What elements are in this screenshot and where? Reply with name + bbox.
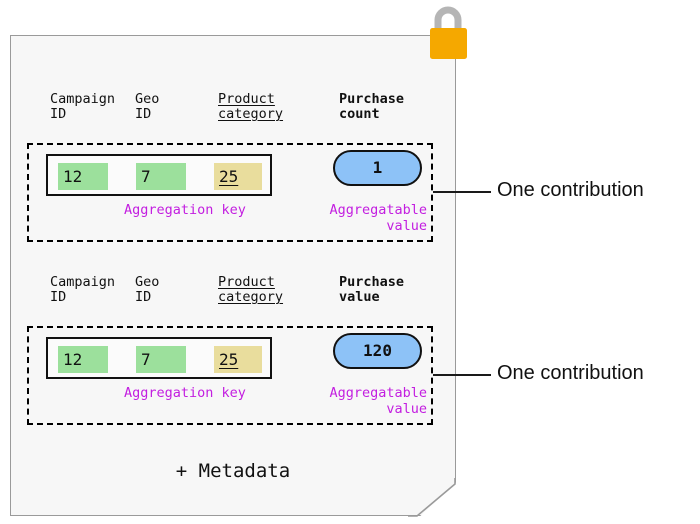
callout-label-1: One contribution <box>497 179 644 201</box>
aggregatable-value-pill-1: 1 <box>333 150 422 186</box>
aggregatable-value-pill-2: 120 <box>333 333 422 369</box>
caption-aggregation-key-2: Aggregation key <box>124 385 246 401</box>
header-purchase-value: Purchase value <box>339 274 405 305</box>
key-chip-product-category: 25 <box>214 346 262 373</box>
contribution-outline-2 <box>27 326 433 425</box>
key-chip-geo-id: 7 <box>136 163 186 190</box>
header-campaign-id: Campaign ID <box>50 91 116 122</box>
key-chip-campaign-id: 12 <box>58 163 108 190</box>
caption-aggregatable-value-1: Aggregatable value <box>329 202 427 234</box>
caption-aggregation-key-1: Aggregation key <box>124 202 246 218</box>
callout-label-2: One contribution <box>497 362 644 384</box>
callout-leader-line-1 <box>433 191 491 193</box>
header-product-category: Product category <box>218 91 284 122</box>
header-campaign-id: Campaign ID <box>50 274 116 305</box>
caption-aggregatable-value-2: Aggregatable value <box>329 385 427 417</box>
column-headers-1: Campaign ID Geo ID Product category Purc… <box>0 92 446 132</box>
key-chip-campaign-id: 12 <box>58 346 108 373</box>
metadata-label: + Metadata <box>175 460 291 482</box>
aggregation-key-box-2: 12 7 25 <box>46 337 272 379</box>
aggregation-key-box-1: 12 7 25 <box>46 154 272 196</box>
header-geo-id: Geo ID <box>135 274 160 305</box>
lock-icon <box>430 6 467 59</box>
header-product-category: Product category <box>218 274 284 305</box>
column-headers-2: Campaign ID Geo ID Product category Purc… <box>0 275 446 315</box>
callout-leader-line-2 <box>433 374 491 376</box>
contribution-outline-1 <box>27 143 433 242</box>
header-geo-id: Geo ID <box>135 91 160 122</box>
encrypted-report-card <box>10 35 456 516</box>
key-chip-product-category: 25 <box>214 163 262 190</box>
key-chip-geo-id: 7 <box>136 346 186 373</box>
header-purchase-count: Purchase count <box>339 91 405 122</box>
